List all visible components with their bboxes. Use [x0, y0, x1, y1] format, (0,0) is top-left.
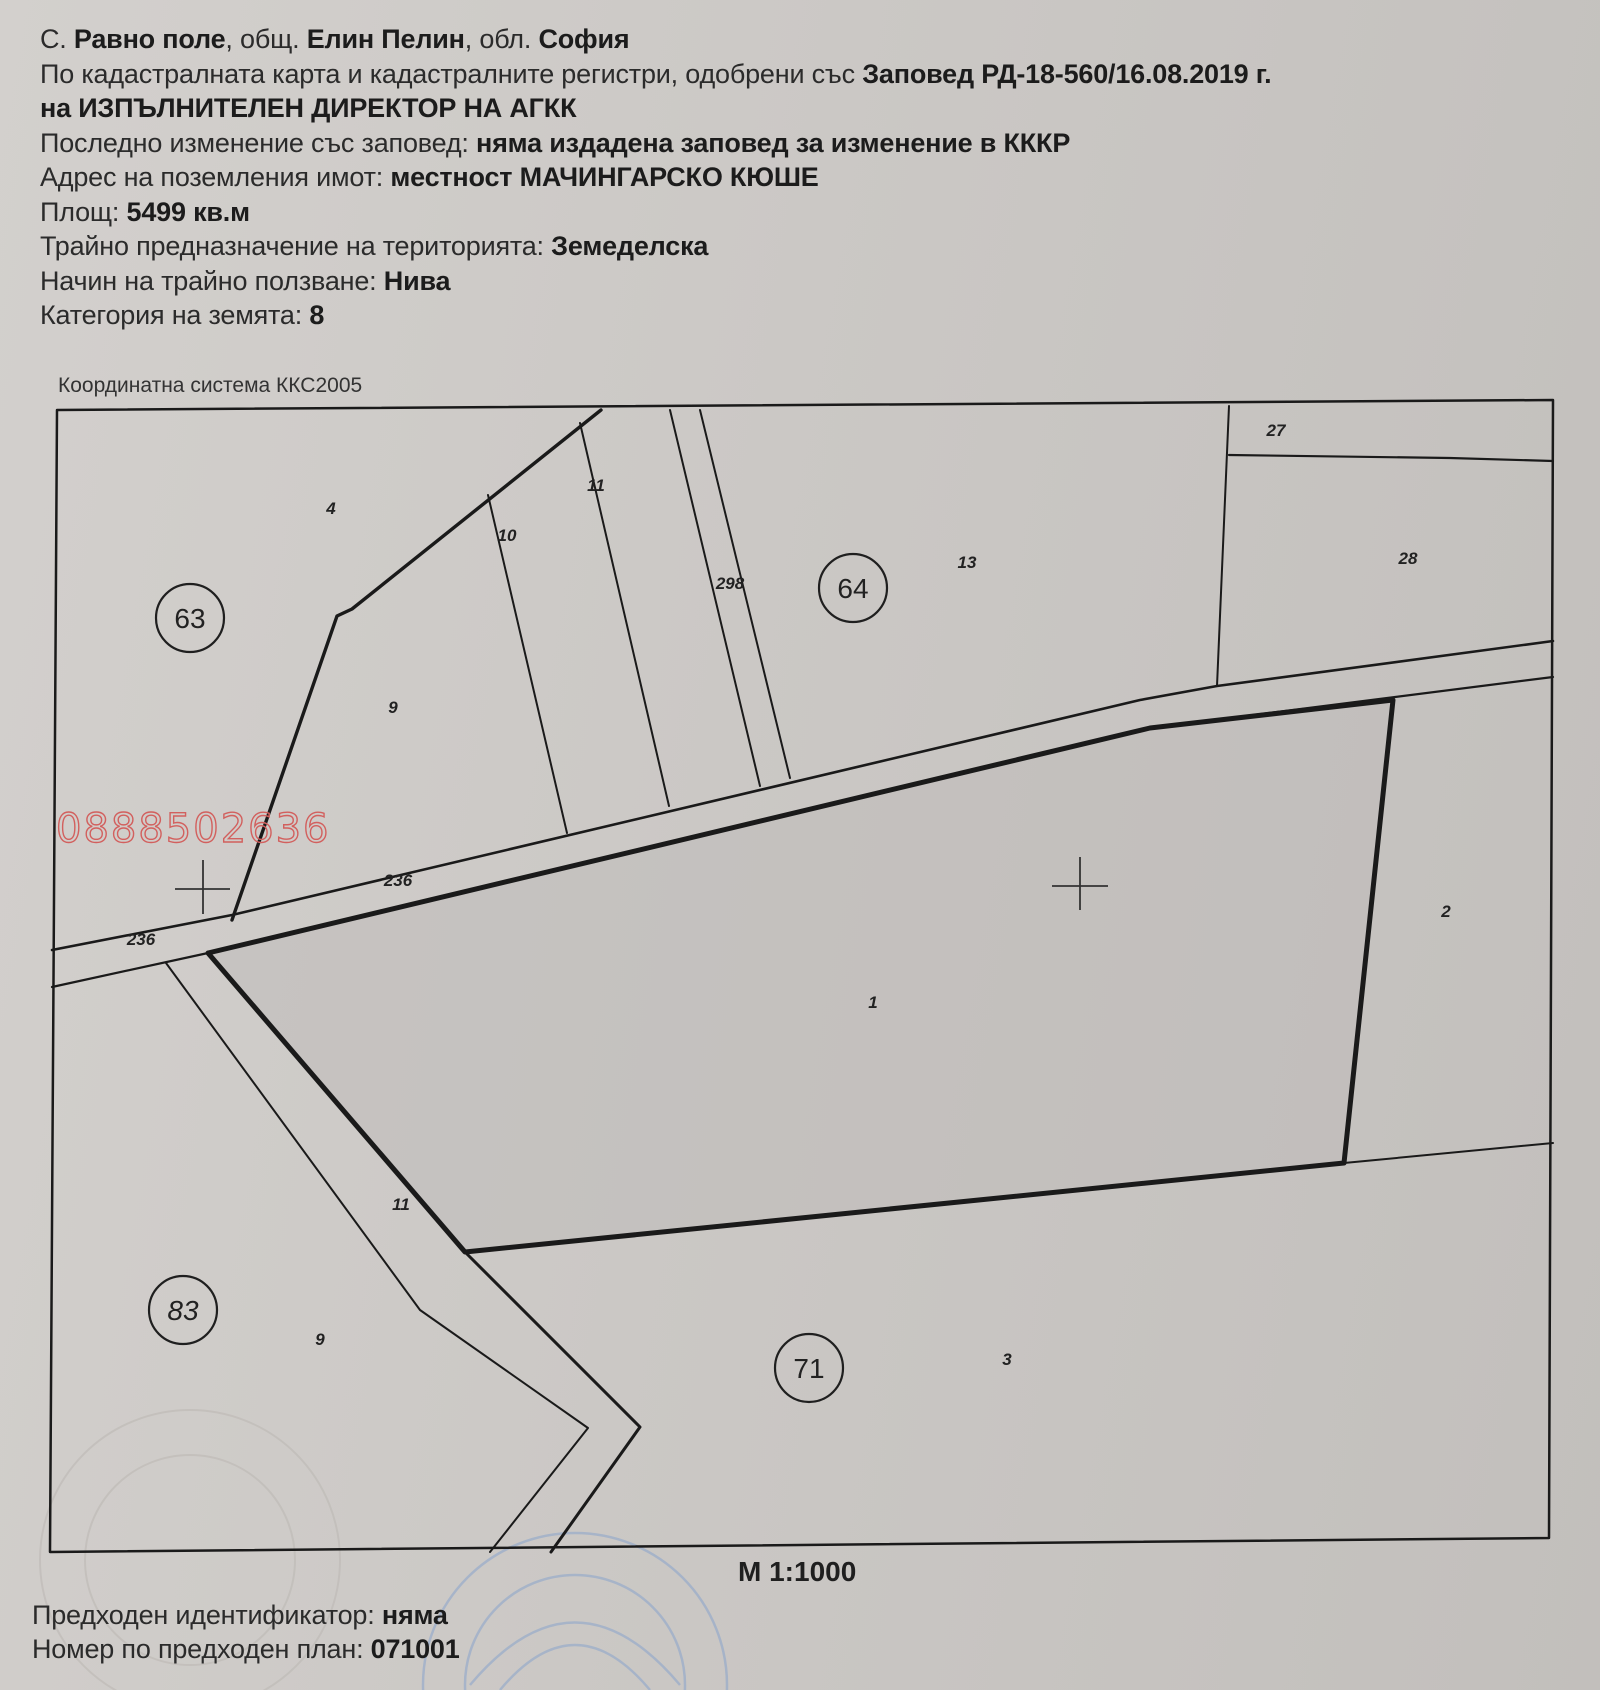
parcel-label-9-top: 9 — [388, 698, 398, 717]
prev-plan-line: Номер по предходен план: 071001 — [32, 1634, 460, 1664]
parcel-label-2: 2 — [1440, 902, 1451, 921]
last-change-value: няма издадена заповед за изменение в ККК… — [476, 127, 1071, 158]
parcel-label-4: 4 — [325, 499, 336, 518]
prev-id-line: Предходен идентификатор: няма — [32, 1600, 448, 1630]
map-frame — [48, 398, 1555, 1554]
block-83-circle — [147, 1274, 219, 1346]
official-stamp — [421, 1531, 729, 1690]
parcel-label-298: 298 — [715, 574, 745, 593]
prev-id-value: няма — [381, 1600, 448, 1630]
region: София — [538, 24, 630, 54]
category-value: 8 — [309, 300, 325, 330]
parcel-label-11-road: 11 — [392, 1195, 410, 1214]
block-71: 71 — [793, 1353, 824, 1384]
phone-watermark: 0888502636 — [55, 805, 331, 852]
parcel-label-13: 13 — [958, 553, 977, 572]
subject-parcel-fill — [208, 700, 1393, 1252]
parcel-label-10: 10 — [498, 526, 517, 545]
locality: Равно поле — [73, 24, 226, 54]
parcel-label-1: 1 — [868, 993, 877, 1012]
usage-value: Нива — [383, 265, 451, 296]
municipality: Елин Пелин — [306, 24, 465, 54]
parcel-label-27: 27 — [1266, 421, 1287, 440]
parcel-label-11-top: 11 — [587, 476, 605, 495]
approval-authority-line: на ИЗПЪЛНИТЕЛЕН ДИРЕКТОР НА АГКК — [40, 91, 1580, 126]
parcel-label-236-b: 236 — [126, 930, 156, 949]
parcel-label-3: 3 — [1002, 1350, 1012, 1369]
road-11-left-edge — [165, 962, 589, 1553]
area-value: 5499 кв.м — [126, 196, 251, 227]
previous-identifiers: Предходен идентификатор: няма Номер по п… — [32, 1598, 460, 1666]
boundary-block63 — [230, 408, 603, 922]
area-line: Площ: 5499 кв.м — [40, 196, 251, 227]
address-value: местност МАЧИНГАРСКО КЮШЕ — [390, 162, 819, 192]
block-64: 64 — [837, 573, 868, 604]
prev-plan-value: 071001 — [370, 1634, 460, 1664]
block-63: 63 — [174, 603, 205, 634]
road-11-right-edge — [206, 951, 642, 1554]
address-line: Адрес на поземления имот: местност МАЧИН… — [40, 162, 819, 192]
category-line: Категория на земята: 8 — [40, 300, 325, 330]
faint-stamp-left — [39, 1409, 341, 1690]
block-63-circle — [154, 582, 226, 654]
block-64-circle — [817, 552, 889, 624]
usage-line: Начин на трайно ползване: Нива — [40, 265, 451, 296]
last-change-line: Последно изменение със заповед: няма изд… — [40, 127, 1071, 158]
locality-line: С. Равно поле, общ. Елин Пелин, обл. Соф… — [40, 24, 630, 54]
purpose-line: Трайно предназначение на територията: Зе… — [40, 231, 709, 261]
purpose-value: Земеделска — [551, 231, 709, 261]
property-info-header: С. Равно поле, общ. Елин Пелин, обл. Соф… — [40, 22, 1580, 333]
block-71-circle — [773, 1332, 845, 1404]
approval-authority: на ИЗПЪЛНИТЕЛЕН ДИРЕКТОР НА АГКК — [40, 93, 577, 123]
parcel-label-9-bottom: 9 — [315, 1330, 325, 1349]
approval-order: Заповед РД-18-560/16.08.2019 г. — [862, 58, 1272, 89]
road-236-upper-edge — [50, 639, 1555, 952]
map-scale: М 1:1000 — [738, 1556, 857, 1587]
parcel-label-236-a: 236 — [383, 871, 413, 890]
coordinate-system-label: Координатна система ККС2005 — [58, 374, 363, 397]
block-83: 83 — [167, 1295, 199, 1326]
approval-line: По кадастралната карта и кадастралните р… — [40, 58, 1272, 89]
parcel-label-28: 28 — [1398, 549, 1418, 568]
